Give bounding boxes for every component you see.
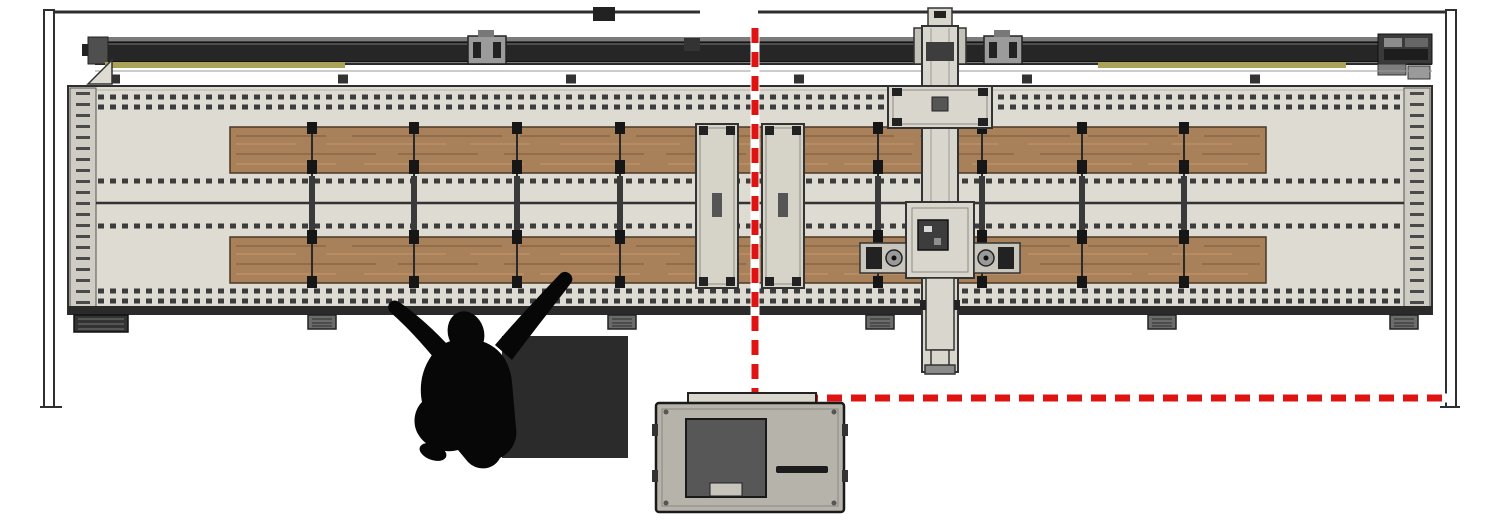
operator-right-arm <box>495 271 573 360</box>
chain-conveyor-tracks <box>98 94 1402 304</box>
corner-bracket <box>86 58 113 85</box>
clamp-station <box>615 122 625 288</box>
clamp-station <box>1077 122 1087 288</box>
clamp-station <box>512 122 522 288</box>
left-clamp-block <box>866 247 882 269</box>
support-foot <box>607 314 637 330</box>
top-line-gap <box>700 4 758 18</box>
bed-right-endstrip <box>1403 87 1431 313</box>
bed-bottom-band <box>68 306 1432 315</box>
rail-left-endcap <box>87 36 109 65</box>
rail-stripe-left <box>105 62 345 68</box>
rail-carriage-joint-right <box>983 35 1023 65</box>
operator-foot <box>419 443 447 461</box>
gantry-foot-base <box>924 364 956 375</box>
operator-silhouette <box>388 271 573 469</box>
saw-gantry-unit <box>859 7 1021 375</box>
console-screen-tab <box>709 482 743 497</box>
support-foot <box>1389 314 1419 330</box>
clamp-station <box>409 122 419 288</box>
support-foot <box>1147 314 1177 330</box>
operator-shadow <box>502 336 628 458</box>
console-inner-frame <box>661 408 839 507</box>
left-beam-drive <box>859 242 907 274</box>
rail-stripe-right <box>1098 62 1346 68</box>
center-support-pylons <box>695 123 805 289</box>
clamp-station <box>1179 122 1189 288</box>
right-beam-drive <box>973 242 1021 274</box>
x-axis-guide-rail <box>82 30 1433 85</box>
machine-enclosure <box>40 4 1460 408</box>
support-foot <box>865 314 895 330</box>
enclosure-left-wall <box>43 9 55 408</box>
enclosure-right-wall <box>1445 9 1457 408</box>
timber-workpieces <box>229 126 1267 284</box>
bed-left-endstrip <box>69 87 97 313</box>
timber-beam-1 <box>229 126 1267 174</box>
saw-unit <box>917 219 949 251</box>
control-console <box>652 392 848 514</box>
safety-hazard-line <box>750 28 1448 403</box>
operator <box>388 271 628 469</box>
operator-torso <box>414 338 517 469</box>
support-foot <box>307 314 337 330</box>
gantry-lower-column <box>925 277 955 351</box>
right-clamp-block <box>998 247 1014 269</box>
clamp-station <box>307 122 317 288</box>
machine-base <box>68 306 1432 333</box>
timber-beam-2 <box>229 236 1267 284</box>
support-feet <box>307 314 1419 330</box>
rail-mid-block <box>684 38 700 51</box>
gantry-foot-stem <box>930 349 950 367</box>
console-slot <box>776 466 828 473</box>
top-sensor-block <box>593 7 615 21</box>
operator-left-arm <box>388 300 447 358</box>
